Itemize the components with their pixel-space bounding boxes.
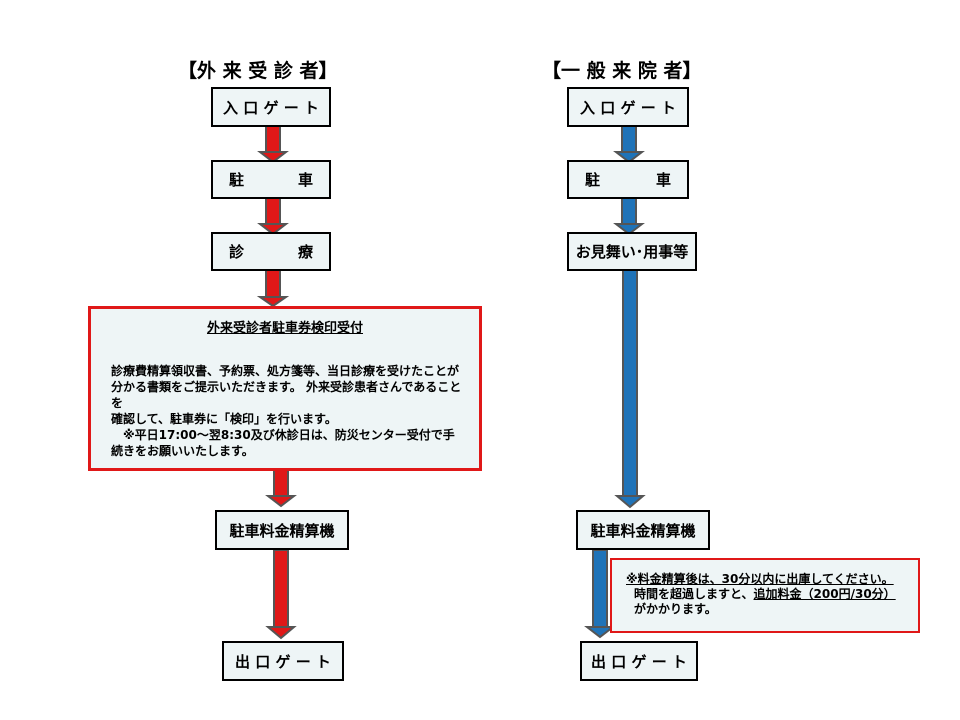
treatment-label-left: 診: [229, 243, 245, 261]
left-arrow-treatment-to-note: [256, 269, 290, 308]
left-arrow-note-to-payment: [265, 469, 297, 508]
right-entry-gate-box: 入 口 ゲ ー ト: [567, 87, 689, 127]
treatment-label-right: 療: [297, 243, 313, 261]
treatment-box: 診 療: [211, 232, 331, 271]
exit-note-line3: がかかります。: [634, 602, 717, 616]
right-arrow-entry-to-parking: [613, 125, 645, 164]
exit-note-line1: ※料金精算後は、30分以内に出庫してください。: [626, 572, 894, 586]
left-arrow-payment-to-exit: [265, 549, 297, 640]
exit-time-note: ※料金精算後は、30分以内に出庫してください。 時間を超過しますと、追加料金（2…: [610, 558, 920, 633]
stamp-note-line: 診療費精算領収書、予約票、処方箋等、当日診療を受けたことが: [111, 364, 460, 378]
stamp-note-line: 確認して、駐車券に「検印」を行います。: [111, 412, 337, 426]
outpatient-heading: 【外 来 受 診 者】: [178, 60, 338, 82]
exit-note-line2: 時間を超過しますと、追加料金（200円/30分）: [626, 587, 918, 602]
left-parking-box: 駐 車: [211, 160, 331, 199]
stamp-note-line: 続きをお願いいたします。: [111, 444, 254, 458]
left-entry-gate-label: 入 口 ゲ ー ト: [223, 98, 319, 117]
left-exit-gate-box: 出 口 ゲ ー ト: [222, 641, 344, 681]
left-payment-machine-label: 駐車料金精算機: [229, 521, 335, 540]
left-payment-machine-box: 駐車料金精算機: [215, 510, 349, 550]
stamp-note-line: ※平日17:00～翌8:30及び休診日は、防災センター受付で手: [111, 428, 455, 442]
left-exit-gate-label: 出 口 ゲ ー ト: [235, 652, 331, 671]
left-arrow-entry-to-parking: [257, 125, 289, 164]
right-payment-machine-label: 駐車料金精算機: [590, 521, 696, 540]
visit-box: お見舞い･用事等: [567, 232, 697, 271]
right-exit-gate-box: 出 口 ゲ ー ト: [580, 641, 698, 681]
left-parking-label-right: 車: [297, 171, 313, 189]
right-arrow-payment-to-exit: [584, 549, 616, 639]
right-parking-label-right: 車: [655, 171, 671, 189]
left-arrow-parking-to-treatment: [257, 197, 289, 236]
right-exit-gate-label: 出 口 ゲ ー ト: [591, 652, 687, 671]
right-parking-box: 駐 車: [567, 160, 689, 199]
right-parking-label-left: 駐: [585, 171, 601, 189]
stamp-reception-title: 外来受診者駐車券検印受付: [206, 321, 363, 336]
general-visitor-heading: 【一 般 来 院 者】: [542, 60, 702, 82]
exit-note-line2-fee: 追加料金（200円/30分）: [753, 587, 896, 601]
right-arrow-visit-to-payment: [614, 269, 646, 509]
stamp-reception-note: 外来受診者駐車券検印受付 診療費精算領収書、予約票、処方箋等、当日診療を受けたこ…: [88, 306, 482, 471]
exit-note-line2-prefix: 時間を超過しますと、: [634, 587, 754, 601]
right-payment-machine-box: 駐車料金精算機: [576, 510, 710, 550]
right-entry-gate-label: 入 口 ゲ ー ト: [580, 98, 676, 117]
stamp-reception-body: 診療費精算領収書、予約票、処方箋等、当日診療を受けたことが 分かる書類をご提示い…: [111, 363, 465, 459]
right-arrow-parking-to-visit: [613, 197, 645, 236]
stamp-note-line: 分かる書類をご提示いただきます。 外来受診患者さんであることを: [111, 380, 462, 410]
visit-label: お見舞い･用事等: [575, 243, 689, 261]
left-entry-gate-box: 入 口 ゲ ー ト: [211, 87, 331, 127]
left-parking-label-left: 駐: [229, 171, 245, 189]
